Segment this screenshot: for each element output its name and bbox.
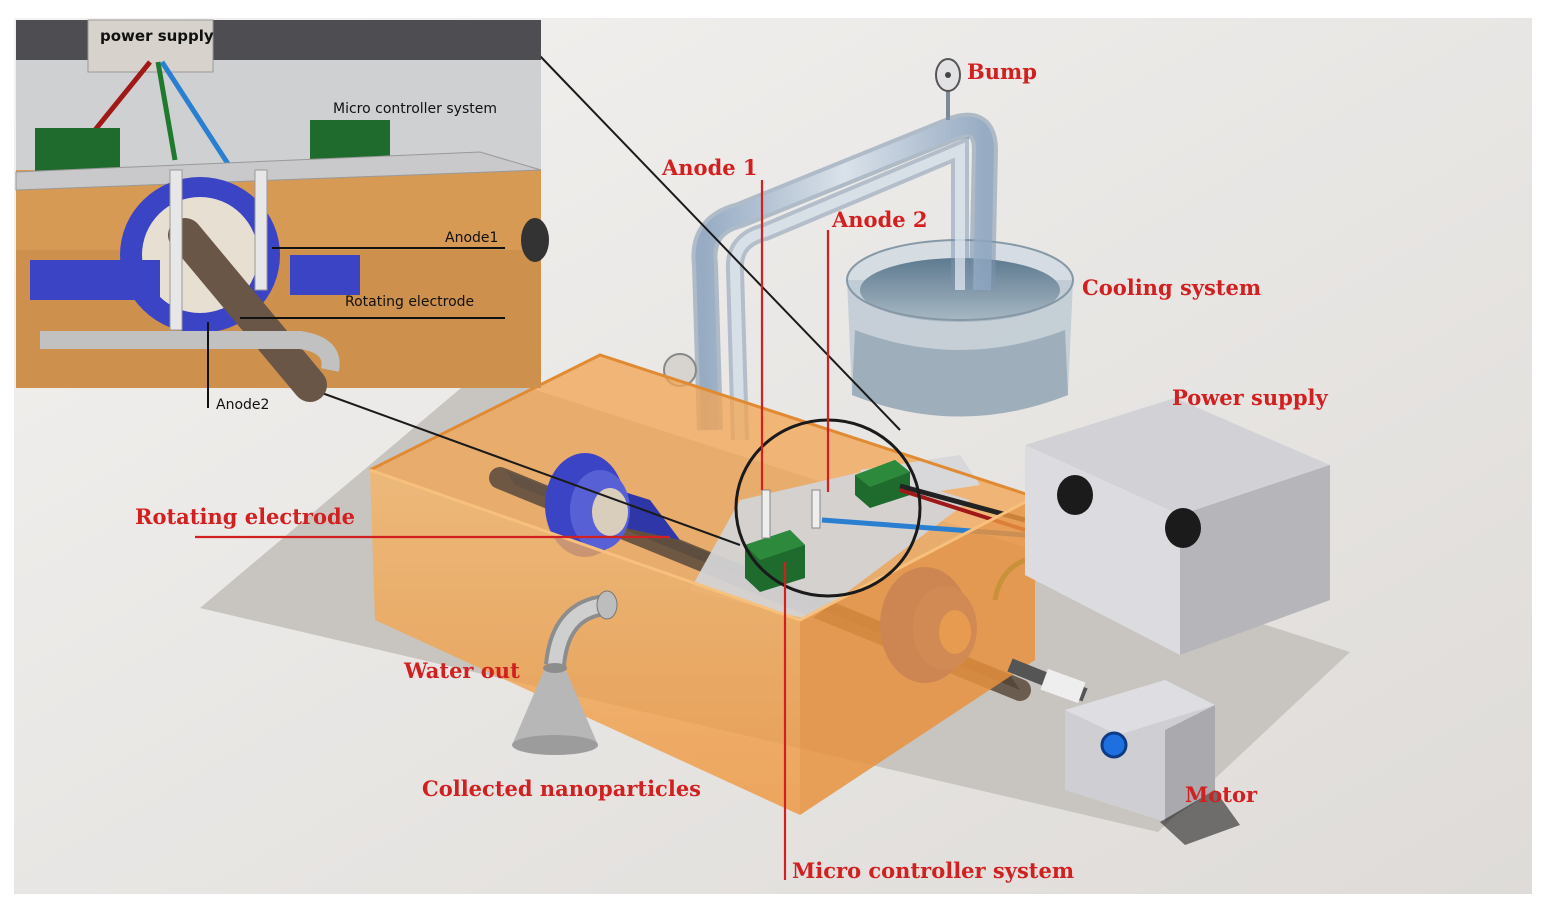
label-bump: Bump: [967, 59, 1037, 84]
label-micro-controller-system: Micro controller system: [792, 858, 1074, 883]
label-motor: Motor: [1185, 782, 1258, 807]
cooling-system: [846, 239, 1074, 417]
anode-2-post: [811, 489, 821, 529]
inset-zoom-view: power supply Micro controller system Ano…: [15, 19, 549, 413]
label-water-out: Water out: [403, 658, 520, 683]
label-anode-1: Anode 1: [661, 155, 758, 180]
power-knob-right-icon: [1165, 508, 1201, 548]
inset-label-micro-controller-system: Micro controller system: [333, 101, 497, 117]
label-collected-nanoparticles: Collected nanoparticles: [422, 776, 701, 801]
inset-label-rotating-electrode: Rotating electrode: [345, 294, 474, 310]
water-out-pipe: [544, 590, 618, 667]
bump-disk-icon: [935, 58, 961, 120]
micro-controller-back: [855, 460, 910, 508]
tank-front-right: [800, 497, 1035, 815]
motor: [1007, 658, 1240, 845]
micro-controller-front: [745, 530, 805, 592]
electrode-coil-left: [545, 453, 680, 557]
collection-funnel: [512, 663, 598, 755]
motor-blue-icon: [1100, 731, 1128, 759]
label-rotating-electrode: Rotating electrode: [135, 504, 355, 529]
inset-label-anode2: Anode2: [216, 397, 269, 413]
tank-front-left: [370, 470, 800, 815]
anode-1-post: [761, 489, 771, 539]
label-cooling-system: Cooling system: [1082, 275, 1261, 300]
label-anode-2: Anode 2: [831, 207, 928, 232]
power-supply-box: [1025, 398, 1330, 655]
power-knob-left-icon: [1057, 475, 1093, 515]
zoom-line-bottom: [299, 384, 741, 546]
inset-label-power-supply: power supply: [100, 27, 214, 45]
label-power-supply: Power supply: [1172, 385, 1328, 410]
zoom-line-top: [539, 55, 901, 431]
inset-label-anode1: Anode1: [445, 230, 498, 246]
cooling-pipes: [691, 112, 999, 441]
